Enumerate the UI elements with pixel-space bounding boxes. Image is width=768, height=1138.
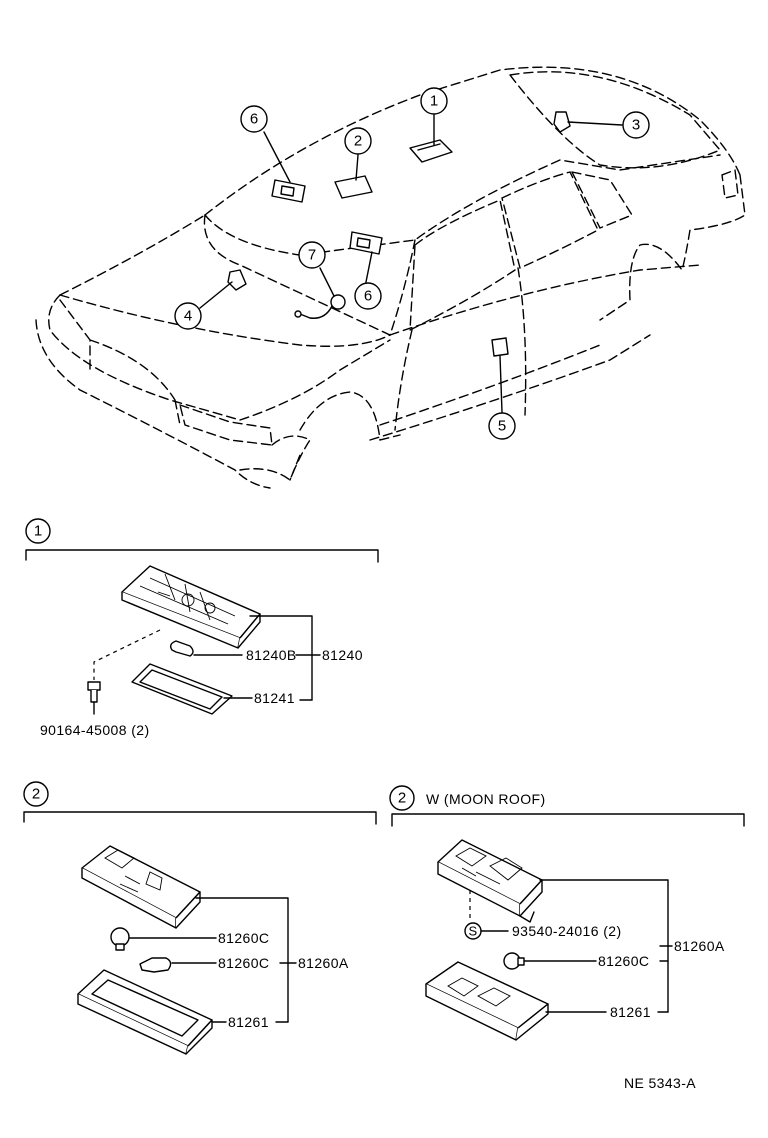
car-side-window-front bbox=[409, 199, 516, 332]
s3-leader-housing bbox=[539, 879, 669, 1013]
car-part-rear-lamp bbox=[553, 111, 571, 133]
car-front-wheel-arch bbox=[299, 391, 381, 441]
s3-label-assy: 81260A bbox=[674, 938, 725, 954]
s1-label-bulb: 81240B bbox=[246, 647, 297, 663]
section-1-bracket bbox=[25, 549, 379, 563]
car-part-door-lamp bbox=[491, 337, 509, 357]
car-side-window-quarter bbox=[570, 171, 634, 229]
section-3-bracket bbox=[391, 813, 745, 827]
section-3-title: W (MOON ROOF) bbox=[426, 791, 546, 807]
leader-6a bbox=[263, 131, 291, 183]
car-part-glove-lamp bbox=[227, 269, 247, 291]
car-hood bbox=[59, 214, 391, 347]
svg-text:7: 7 bbox=[308, 247, 316, 264]
callout-5: 5 bbox=[488, 412, 516, 440]
callout-4: 4 bbox=[174, 302, 202, 330]
leader-4 bbox=[199, 281, 233, 309]
section-2-bracket bbox=[23, 811, 377, 825]
s3-bulb bbox=[503, 952, 525, 970]
s1-bulb bbox=[169, 640, 194, 657]
s1-label-assy: 81240 bbox=[322, 647, 363, 663]
svg-text:4: 4 bbox=[184, 308, 192, 325]
s2-label-bulb-a: 81260C bbox=[218, 930, 269, 946]
callout-7: 7 bbox=[298, 241, 326, 269]
svg-text:2: 2 bbox=[32, 786, 40, 803]
leader-7 bbox=[319, 267, 335, 297]
car-part-ignition-lamp bbox=[294, 294, 346, 319]
s1-label-screw: 90164-45008 (2) bbox=[40, 722, 150, 738]
s2-leader-housing bbox=[195, 897, 289, 1023]
leader-2 bbox=[355, 154, 359, 181]
s2-label-lens: 81261 bbox=[228, 1014, 269, 1030]
svg-text:6: 6 bbox=[250, 111, 258, 128]
s2-bulb-a bbox=[110, 927, 130, 951]
car-lower-front bbox=[239, 434, 401, 482]
car-roof-outline bbox=[204, 66, 741, 216]
s3-screw: S bbox=[464, 890, 482, 940]
s3-label-lens: 81261 bbox=[610, 1004, 651, 1020]
callout-3: 3 bbox=[622, 111, 650, 139]
s2-lens bbox=[77, 969, 213, 1055]
car-rocker-2 bbox=[379, 344, 601, 426]
s3-lens bbox=[425, 961, 549, 1041]
svg-text:1: 1 bbox=[34, 523, 42, 540]
car-front-fender bbox=[239, 339, 391, 481]
car-part-map-lamp bbox=[409, 139, 453, 163]
car-overview: 1 2 3 4 5 6 6 7 bbox=[35, 66, 746, 489]
car-rocker bbox=[369, 334, 651, 441]
s2-bulb-b bbox=[139, 957, 172, 973]
s3-label-screw: 93540-24016 (2) bbox=[512, 923, 622, 939]
s1-screw bbox=[87, 629, 161, 715]
s1-lamp-housing bbox=[121, 565, 261, 649]
callout-6-left: 6 bbox=[240, 105, 268, 133]
s1-leader-housing bbox=[249, 615, 313, 701]
svg-text:6: 6 bbox=[364, 288, 372, 305]
section-3-number: 2 bbox=[389, 785, 415, 811]
car-part-dome-lamp bbox=[334, 175, 373, 199]
figure-code: NE 5343-A bbox=[624, 1075, 696, 1091]
s3-label-bulb: 81260C bbox=[598, 953, 649, 969]
section-1: 1 bbox=[25, 518, 379, 738]
section-2-number: 2 bbox=[23, 781, 49, 807]
car-hood-front bbox=[48, 294, 241, 421]
s3-lamp-housing bbox=[437, 839, 543, 923]
s1-label-lens: 81241 bbox=[254, 690, 295, 706]
s2-label-bulb-b: 81260C bbox=[218, 955, 269, 971]
callout-6-right: 6 bbox=[354, 282, 382, 310]
leader-6b bbox=[365, 251, 373, 283]
s3-screw-mark: S bbox=[468, 924, 477, 939]
s2-lamp-housing bbox=[81, 845, 201, 929]
car-tail-lamp bbox=[721, 169, 739, 199]
s2-label-assy: 81260A bbox=[298, 955, 349, 971]
svg-text:2: 2 bbox=[354, 133, 362, 150]
svg-text:2: 2 bbox=[398, 790, 406, 807]
leader-5 bbox=[499, 355, 503, 413]
leader-3 bbox=[567, 121, 623, 126]
car-rear-body bbox=[599, 174, 746, 321]
car-rear-window bbox=[509, 71, 722, 169]
car-door-line-2 bbox=[517, 267, 527, 416]
section-3: 2 W (MOON ROOF) S bbox=[389, 785, 745, 1041]
car-headlamp bbox=[179, 403, 273, 446]
car-front-bumper bbox=[35, 319, 271, 489]
car-beltline bbox=[389, 264, 701, 336]
car-side-window-rear bbox=[501, 171, 599, 269]
svg-text:5: 5 bbox=[498, 418, 506, 435]
callout-2: 2 bbox=[344, 127, 372, 155]
callout-1: 1 bbox=[420, 87, 448, 115]
car-roof-edge bbox=[204, 154, 721, 256]
section-2: 2 81260C 812 bbox=[23, 781, 377, 1055]
car-part-vanity-lamp-right bbox=[349, 231, 383, 255]
car-part-vanity-lamp-left bbox=[271, 179, 306, 203]
svg-text:3: 3 bbox=[632, 117, 640, 134]
car-grille bbox=[59, 299, 181, 426]
section-1-number: 1 bbox=[25, 518, 51, 544]
s1-lens bbox=[131, 663, 233, 715]
svg-text:1: 1 bbox=[430, 93, 438, 110]
